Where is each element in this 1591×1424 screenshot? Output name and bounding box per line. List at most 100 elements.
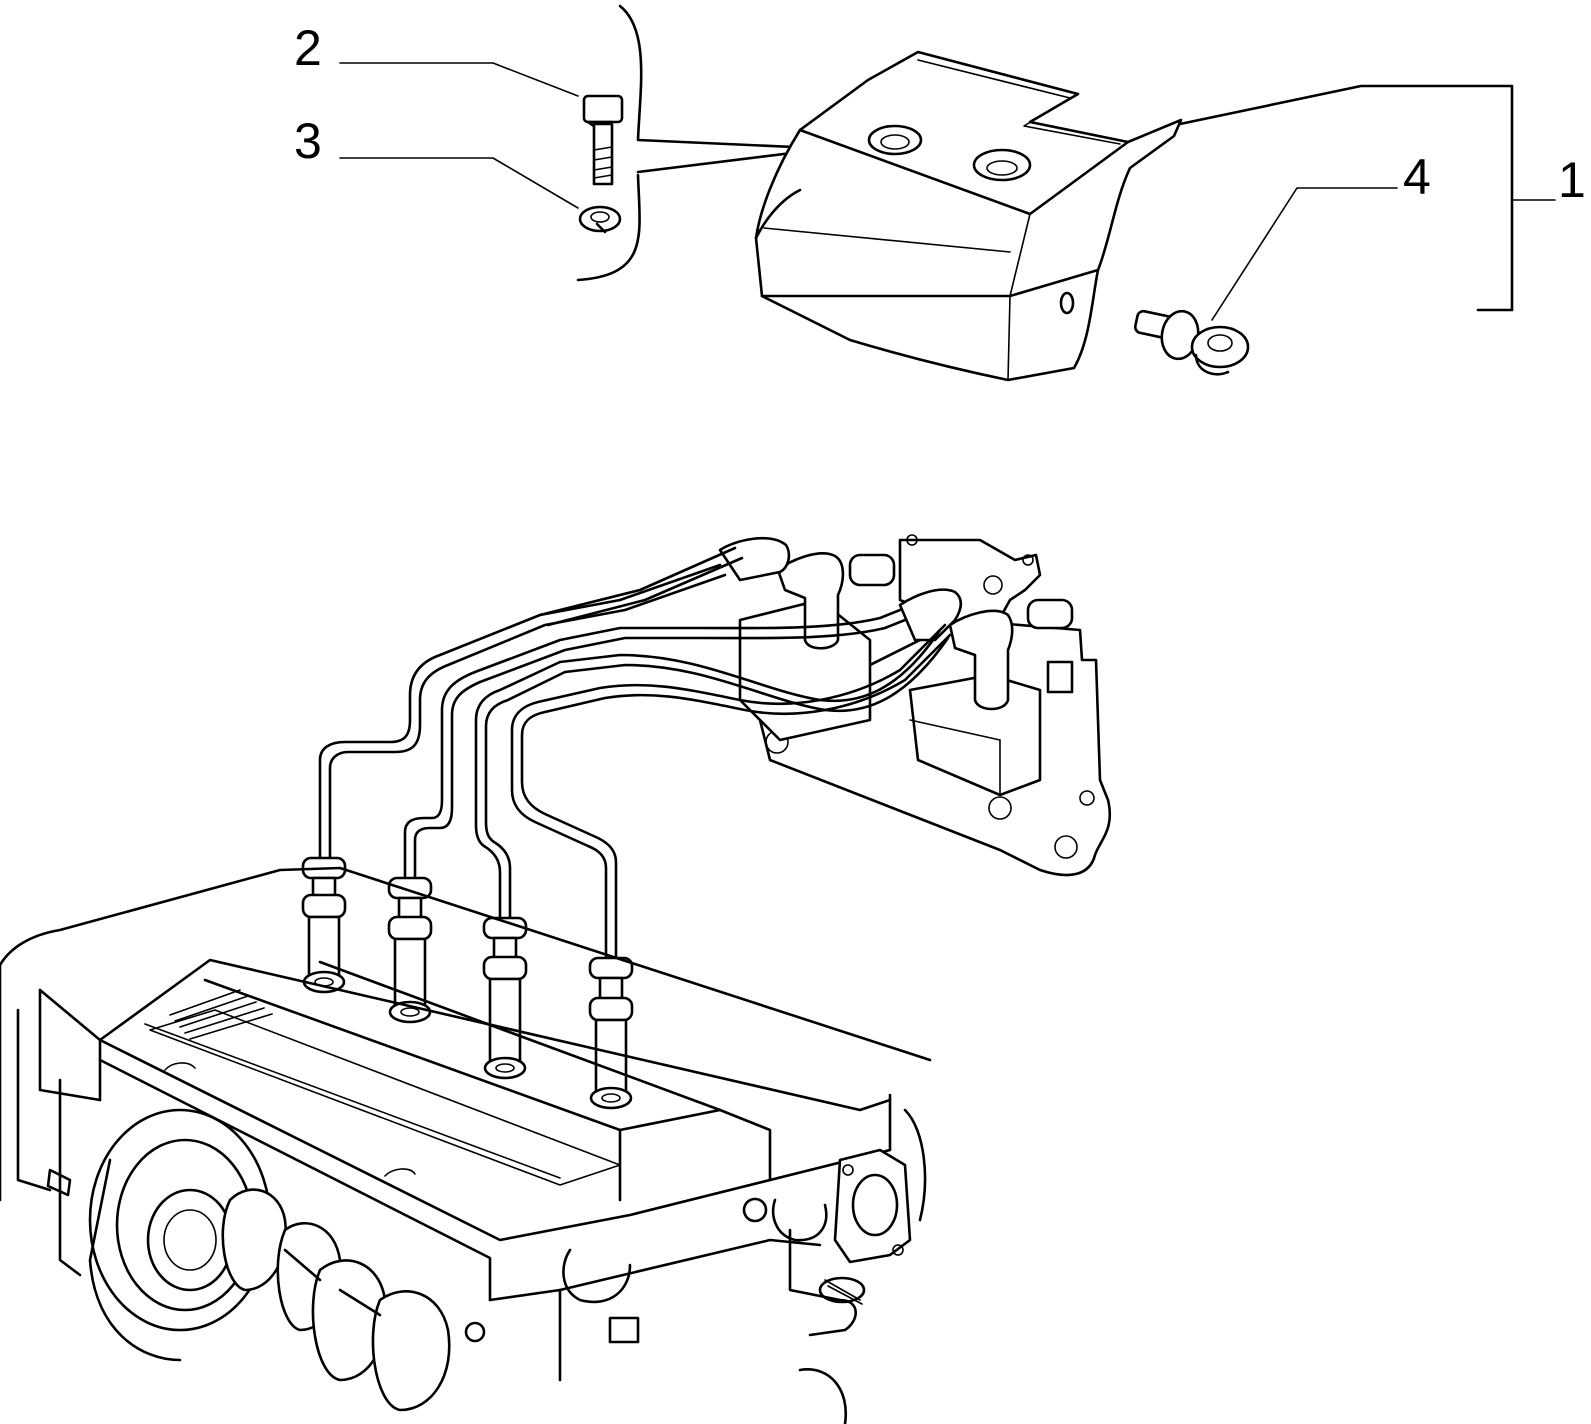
block-right-edge — [903, 1108, 927, 1222]
bolt-thread-1 — [593, 146, 613, 151]
engine-left-rib — [16, 1008, 52, 1192]
plug-boot-3 — [482, 916, 528, 1080]
head-lower-edge — [558, 1238, 822, 1292]
bolt-thread-2 — [593, 156, 613, 161]
coil-terminal-1 — [848, 553, 896, 587]
lead-3-outer — [474, 628, 942, 922]
bolt-head — [582, 94, 624, 124]
lead-rear-inner — [546, 556, 744, 627]
callout-3-leader — [339, 157, 579, 209]
coil-terminal-2 — [1026, 598, 1074, 630]
clip-ring-lip — [1194, 353, 1230, 376]
head-plug — [608, 1316, 640, 1344]
lead-4-inner — [520, 633, 952, 962]
cover-hole-2 — [972, 148, 1032, 182]
engine-block — [0, 866, 932, 1424]
spark-plug-boots — [301, 856, 634, 1110]
cover-side-hole — [1059, 291, 1075, 315]
cover-hole-2-inner — [986, 160, 1018, 176]
cover-tab-1 — [164, 1062, 196, 1071]
flange-bolt-1 — [842, 1164, 854, 1176]
plug-boot-1 — [301, 856, 347, 994]
callout-3: 3 — [294, 113, 579, 209]
callout-1-label: 1 — [1558, 152, 1586, 208]
callout-2-label: 2 — [294, 20, 322, 76]
head-lower-front — [488, 1288, 562, 1382]
plate-hole-3 — [1054, 835, 1078, 859]
callout-4: 4 — [1211, 149, 1431, 321]
lead-2-inner — [413, 618, 907, 882]
lead-1-outer — [318, 563, 722, 864]
flange-bolt-2 — [892, 1244, 904, 1256]
elbow-boot-4 — [718, 536, 791, 582]
callout-2: 2 — [294, 20, 579, 97]
cover-corner-line — [1007, 213, 1031, 381]
housing-bolt — [983, 575, 1003, 595]
cover-hole-1 — [867, 124, 923, 156]
bolt-part — [582, 94, 624, 186]
callout-3-label: 3 — [294, 113, 322, 169]
elbow-boot-3 — [948, 609, 1014, 711]
head-stud — [464, 1321, 486, 1343]
callout-2-leader — [339, 62, 579, 97]
engine-left-rib-2 — [58, 1078, 82, 1277]
valve-cover-panel-edge — [144, 1023, 561, 1179]
engine-front-left — [38, 988, 102, 1102]
bolt-thread-4 — [593, 174, 613, 179]
thermostat-flange — [833, 1148, 912, 1264]
valve-cover-fins — [169, 989, 273, 1040]
crank-pulley-hub — [146, 1188, 234, 1292]
engine-top-outer — [0, 866, 932, 1062]
plug-boot-2 — [387, 876, 433, 1024]
dipstick-tab — [46, 1168, 72, 1197]
bracket-top-line — [618, 4, 818, 150]
washer-split — [595, 222, 607, 234]
washer-outer — [578, 205, 622, 233]
cover-tab-2 — [384, 1168, 416, 1177]
cover-top-recess — [917, 59, 1121, 145]
lead-rear-outer — [538, 546, 737, 617]
cover-side-line — [763, 227, 1011, 253]
cover-body — [754, 50, 1183, 382]
callout-4-leader — [1211, 187, 1398, 321]
crank-pulley-bore — [163, 1209, 217, 1271]
lead-4-outer — [510, 623, 947, 962]
clip-ring-inner — [1207, 334, 1233, 352]
lead-1-inner — [328, 573, 727, 864]
lead-3-inner — [484, 636, 950, 922]
clip-ring — [1190, 325, 1250, 369]
bracket-lower-right — [788, 1228, 857, 1337]
head-bolt — [742, 1197, 768, 1223]
lead-2-outer — [403, 608, 902, 882]
coil-block-2-line — [909, 719, 1001, 741]
valve-cover-front — [98, 1038, 892, 1242]
valve-cover-rear-step — [718, 1108, 772, 1182]
push-clip-part — [1133, 309, 1250, 376]
valve-cover-ridge — [203, 960, 722, 1132]
ignition-leads — [318, 546, 952, 962]
coil-pack-assembly — [718, 534, 1112, 877]
housing-pin-1 — [906, 534, 918, 546]
bolt-thread-3 — [593, 166, 613, 171]
valve-cover-panel — [149, 1009, 621, 1186]
coil-connector — [1046, 660, 1074, 694]
valve-cover-lower — [98, 1058, 492, 1302]
engine-top-inner — [38, 958, 892, 1112]
plate-hole-2 — [988, 796, 1012, 820]
plate-hole-4 — [1079, 790, 1095, 806]
callout-1: 1 — [1178, 84, 1586, 312]
callout-1-bracket — [1178, 84, 1514, 312]
cover-hole-1-inner — [880, 134, 910, 150]
bracket-bottom-arc — [576, 173, 641, 282]
timing-cover-edge — [88, 1158, 182, 1362]
hose-clamp — [818, 1276, 866, 1305]
elbow-boot-2 — [898, 588, 963, 642]
washer-inner — [590, 211, 610, 223]
lower-pipe — [798, 1368, 848, 1424]
coil-cover-part — [754, 50, 1183, 382]
head-port-2 — [771, 1198, 828, 1242]
lock-washer-part — [578, 205, 622, 234]
housing-pin-2 — [1022, 554, 1034, 566]
camshaft-lobes — [221, 1188, 451, 1412]
